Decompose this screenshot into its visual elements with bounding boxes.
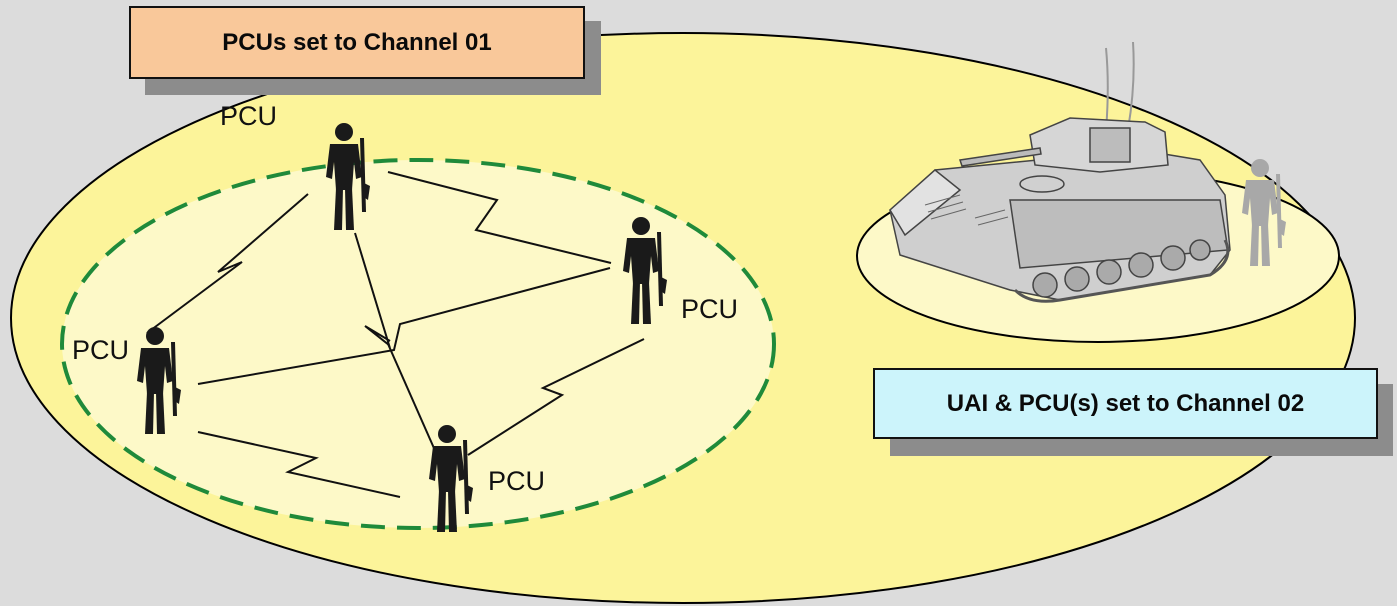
- pcu-label: PCU: [681, 294, 739, 324]
- link-top-right: [387, 171, 612, 264]
- link-center-bottom: [387, 343, 438, 456]
- channel1-callout: PCUs set to Channel 01: [129, 6, 585, 79]
- link-left-bottom: [197, 431, 401, 498]
- pcu-label: PCU: [220, 101, 278, 131]
- link-right-bottom: [467, 338, 645, 456]
- link-right-left: [197, 267, 611, 385]
- radio-links: [146, 171, 645, 498]
- channel1-zone: [60, 158, 776, 530]
- pcu-label: PCU: [72, 335, 130, 365]
- link-top-center: [354, 232, 391, 348]
- pcu-label: PCU: [488, 466, 546, 496]
- armored-vehicle-icon: [889, 117, 1231, 303]
- channel2-callout: UAI & PCU(s) set to Channel 02: [873, 368, 1378, 439]
- link-top-left: [146, 193, 309, 334]
